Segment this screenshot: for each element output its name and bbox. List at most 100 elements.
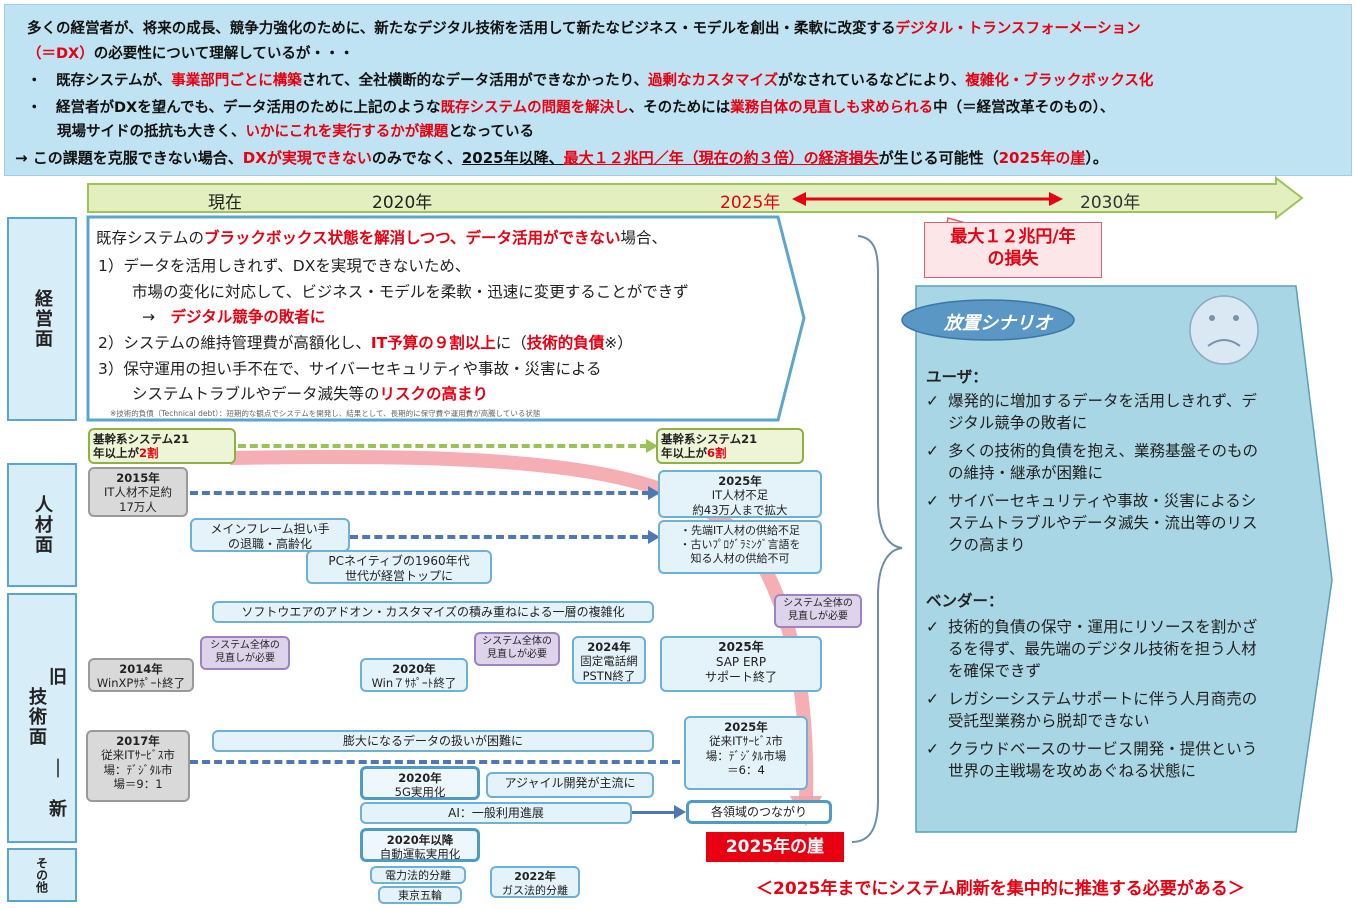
keiei-intro-seg: ブラックボックス状態を解消しつつ、データ活用ができない <box>204 229 621 247</box>
keiei-p1c: → デジタル競争の敗者に <box>142 305 325 327</box>
kikan-now-ratio: 2割 <box>139 446 159 461</box>
row-label-kyu: 旧 <box>49 667 67 688</box>
sentan-line2: ・古いﾌﾟﾛｸﾞﾗﾐﾝｸﾞ言語を <box>679 537 801 551</box>
check-icon: ✓ <box>926 442 939 460</box>
header-bullet-2-cont-seg: いかにこれを実行するかが課題 <box>245 124 449 140</box>
pc-native-line2: 世代が経営トップに <box>344 569 453 583</box>
bottom-conclusion: ＜2025年までにシステム刷新を集中的に推進する必要がある＞ <box>756 879 1245 899</box>
row-label-dash: ｜ <box>49 759 67 780</box>
scenario-vendor-heading: ベンダー： <box>926 592 1004 610</box>
kakuryo-box: 各領域のつながり <box>686 800 832 824</box>
keiei-p2-seg: ※） <box>604 334 633 352</box>
keiei-p3b-seg: リスクの高まり <box>379 385 489 403</box>
5g-year: 2020年 <box>398 771 442 785</box>
autodrive-text: 自動運転実用化 <box>379 847 461 862</box>
market-2017-year: 2017年 <box>116 734 160 748</box>
scenario-pentagon <box>915 285 1333 833</box>
minaoshi-1-line1: システム全体の <box>783 598 853 609</box>
header-bullet-1-seg: されて、全社横断的なデータ活用ができなかったり、 <box>301 73 649 89</box>
kikan-dash-line <box>238 444 648 448</box>
keiei-p2-seg: IT予算の９割以上 <box>370 334 496 352</box>
kikan-now-line1: 基幹系システム21 <box>93 432 190 446</box>
header-line2: （＝DX）の必要性について理解しているが・・・ <box>27 42 354 63</box>
bodai-box: 膨大になるデータの扱いが困難に <box>212 730 654 752</box>
scenario-vendor-item: ✓技術的負債の保守・運用にリソースを割かざるを得ず、最先端のデジタル技術を担う人… <box>926 616 1266 682</box>
summary-header: 多くの経営者が、将来の成長、競争力強化のために、新たなデジタル技術を活用して新た… <box>4 4 1352 176</box>
software-box: ソフトウエアのアドオン・カスタマイズの積み重ねによる一層の複雑化 <box>212 601 654 623</box>
minaoshi-1-line2: 見直しが必要 <box>788 610 848 622</box>
sentan-line1: ・先端IT人材の供給不足 <box>680 524 800 537</box>
row-label-gijutsu-text: 技術面 <box>26 687 47 747</box>
it-2015-box: 2015年 IT人材不足約 17万人 <box>88 467 188 517</box>
header-line1-highlight: デジタル・トランスフォーメーション <box>895 21 1141 37</box>
scenario-user-item: ✓サイバーセキュリティや事故・災害によるシステムトラブルやデータ滅失・流出等のリ… <box>926 490 1266 556</box>
kikan-now-box: 基幹系システム21 年以上が2割 <box>88 428 236 464</box>
header-conclusion-seg: 最大１２兆円／年（現在の約３倍）の経済損失 <box>563 149 879 167</box>
header-conclusion-seg: のみでなく、 <box>371 149 462 167</box>
row-label-sonota: その他 <box>7 848 77 902</box>
ai-arrowhead <box>674 805 686 819</box>
agile-box: アジャイル開発が主流に <box>486 772 654 798</box>
keiei-p1c-arrow: → <box>142 308 155 326</box>
keiei-p1b: 市場の変化に対応して、ビジネス・モデルを柔軟・迅速に変更することができず <box>132 283 689 301</box>
market-2025-line2: 場：ﾃﾞｼﾞﾀﾙ市場 <box>705 748 787 763</box>
winxp-text: WinXPｻﾎﾟｰﾄ終了 <box>96 676 186 691</box>
5g-box: 2020年 5G実用化 <box>360 766 480 800</box>
header-bullet-2-seg: 、そのためには <box>628 100 731 116</box>
keiei-p3b-seg: システムトラブルやデータ滅失等の <box>132 385 380 403</box>
timeline-2025: 2025年 <box>720 193 781 213</box>
header-line2-highlight: （＝DX） <box>27 46 94 62</box>
header-conclusion-seg: ）。 <box>1085 149 1108 167</box>
kikan-2025-ratio: 6割 <box>707 446 727 461</box>
header-conclusion-seg: 2025年以降、 <box>461 149 564 167</box>
loss-line2: の損失 <box>987 249 1039 270</box>
header-bullet-2-cont-seg: 現場サイドの抵抗も大きく、 <box>57 124 246 140</box>
it-2025-line2: 約43万人まで拡大 <box>692 502 788 517</box>
loss-span-right-head <box>1049 192 1063 206</box>
keiei-p3b: システムトラブルやデータ滅失等のリスクの高まり <box>132 382 488 404</box>
win7-text: Win７ｻﾎﾟｰﾄ終了 <box>371 676 457 691</box>
check-icon: ✓ <box>926 690 939 708</box>
denryoku-box: 電力法的分離 <box>370 866 466 884</box>
gas-text: ガス法的分離 <box>502 883 568 897</box>
mainframe-box: メインフレーム担い手 の退職・高齢化 <box>190 518 350 552</box>
5g-text: 5G実用化 <box>394 785 446 800</box>
tokyo-box: 東京五輪 <box>378 886 462 904</box>
keiei-intro: 既存システムのブラックボックス状態を解消しつつ、データ活用ができない場合、 <box>96 226 667 248</box>
minaoshi-2-line1: システム全体の <box>210 640 280 651</box>
it-shortage-dash-line <box>190 491 650 495</box>
ai-line <box>630 811 678 814</box>
gas-box: 2022年 ガス法的分離 <box>490 866 580 898</box>
header-bullet-1-seg: 複雑化・ブラックボックス化 <box>965 73 1154 89</box>
mainframe-line1: メインフレーム担い手 <box>210 522 330 536</box>
it-shortage-arrowhead <box>648 486 660 500</box>
header-conclusion: → この課題を克服できない場合、DXが実現できないのみでなく、2025年以降、最… <box>15 147 1108 168</box>
header-conclusion-seg: DXが実現できない <box>242 149 372 167</box>
mainframe-arrowhead <box>648 530 660 544</box>
mainframe-dash-line <box>350 535 650 539</box>
keiei-p2: 2）システムの維持管理費が高額化し、IT予算の９割以上に（技術的負債※） <box>98 331 633 353</box>
sad-face-icon <box>1189 295 1259 365</box>
autodrive-year: 2020年以降 <box>386 833 454 847</box>
cliff-label: 2025年の崖 <box>706 832 844 862</box>
minaoshi-box-1: システム全体の 見直しが必要 <box>774 594 862 628</box>
it-2015-year: 2015年 <box>116 471 160 485</box>
header-bullet-2-cont-seg: となっている <box>448 124 535 140</box>
keiei-p2-seg: 2）システムの維持管理費が高額化し、 <box>98 334 371 352</box>
keiei-note: ※技術的負債（Technical debt）：短期的な観点でシステムを開発し、結… <box>110 409 541 418</box>
header-bullet-1: ・ 既存システムが、事業部門ごとに構築されて、全社横断的なデータ活用ができなかっ… <box>27 69 1153 90</box>
market-2025-line1: 従来ITｻｰﾋﾞｽ市 <box>709 734 783 749</box>
header-bullet-2-seg: 中（＝経営改革そのもの）、 <box>933 100 1115 116</box>
autodrive-box: 2020年以降 自動運転実用化 <box>360 828 480 862</box>
check-icon: ✓ <box>926 618 939 636</box>
header-line2-text: の必要性について理解しているが・・・ <box>93 46 354 62</box>
market-2025-box: 2025年 従来ITｻｰﾋﾞｽ市 場：ﾃﾞｼﾞﾀﾙ市場 ＝6：4 <box>684 716 808 790</box>
scenario-vendor-item: ✓レガシーシステムサポートに伴う人月商売の受託型業務から脱却できない <box>926 688 1266 732</box>
sap-box: 2025年 SAP ERP サポート終了 <box>660 636 822 692</box>
timeline-arrow <box>87 175 1304 221</box>
scenario-panel: ユーザ： ✓爆発的に増加するデータを活用しきれず、デジタル競争の敗者に✓多くの技… <box>912 336 1332 826</box>
market-2017-line1: 従来ITｻｰﾋﾞｽ市 <box>101 748 175 763</box>
it-2025-year: 2025年 <box>718 474 762 488</box>
it-2025-line1: IT人材不足 <box>711 488 769 503</box>
win7-box: 2020年 Win７ｻﾎﾟｰﾄ終了 <box>360 658 468 692</box>
